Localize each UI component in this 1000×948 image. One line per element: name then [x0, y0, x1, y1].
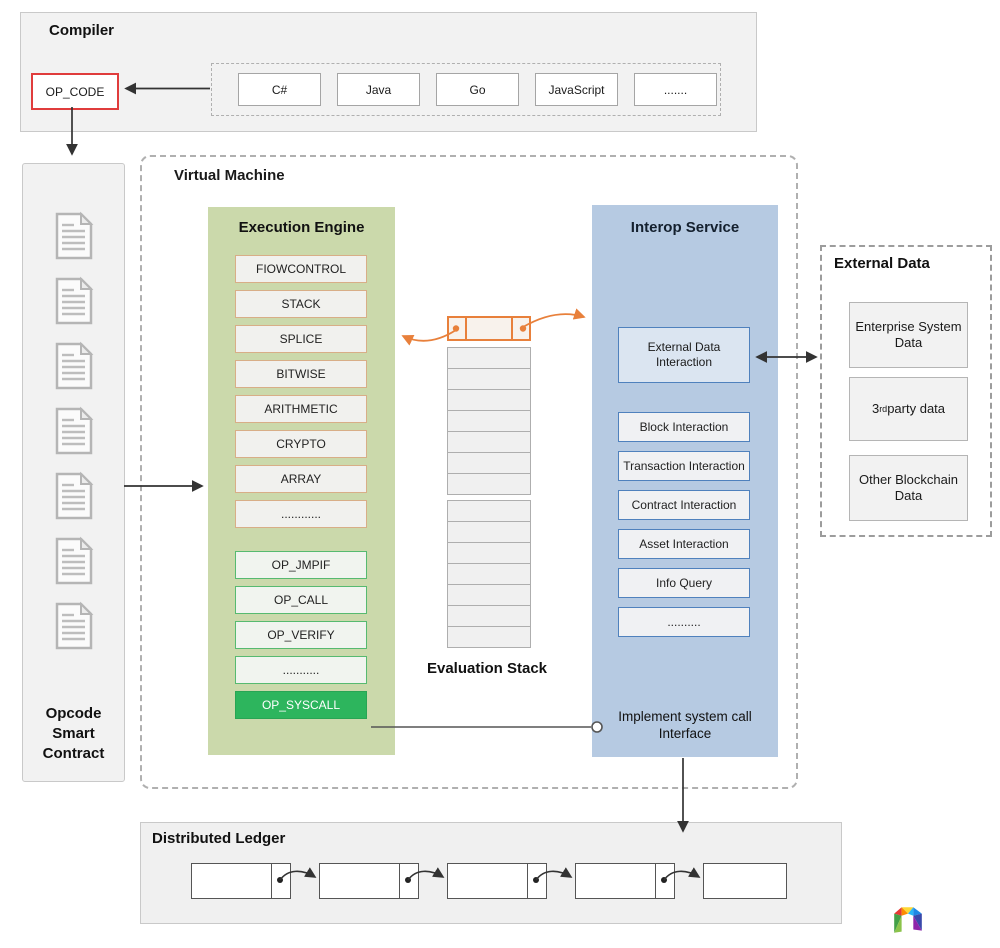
engine-opcode-box: ........... — [235, 656, 367, 684]
evaluation-stack-label: Evaluation Stack — [426, 660, 548, 677]
document-icon — [55, 471, 93, 520]
engine-module-box: FIOWCONTROL — [235, 255, 367, 283]
document-icon — [55, 536, 93, 585]
interop-service-panel: Interop Service External Data Interactio… — [592, 205, 778, 757]
stack-cell — [447, 584, 531, 606]
interop-service-box: Transaction Interaction — [618, 451, 750, 481]
distributed-ledger-title: Distributed Ledger — [152, 830, 286, 847]
interop-service-box: Contract Interaction — [618, 490, 750, 520]
ledger-block — [575, 863, 675, 899]
language-box: C# — [238, 73, 321, 106]
text-line: Opcode — [45, 705, 102, 722]
ledger-pointer-cell — [527, 864, 546, 898]
text-line: Interface — [658, 726, 712, 741]
brand-logo-icon — [894, 907, 922, 933]
external-data-item: Enterprise System Data — [849, 302, 968, 368]
stack-cell — [447, 410, 531, 432]
engine-module-box: SPLICE — [235, 325, 367, 353]
stack-cell — [447, 626, 531, 648]
text-line: Smart — [52, 725, 95, 742]
distributed-ledger-section: Distributed Ledger — [140, 822, 842, 924]
interop-service-box: .......... — [618, 607, 750, 637]
engine-module-box: CRYPTO — [235, 430, 367, 458]
language-group: C# Java Go JavaScript....... — [211, 63, 721, 116]
interop-service-title: Interop Service — [630, 219, 740, 236]
document-icon — [55, 406, 93, 455]
document-icon — [55, 601, 93, 650]
document-icon — [55, 341, 93, 390]
ledger-block — [319, 863, 419, 899]
virtual-machine-frame: Virtual Machine — [140, 155, 798, 789]
stack-cell — [447, 347, 531, 369]
stack-cell — [447, 452, 531, 474]
opcode-box: OP_CODE — [31, 73, 119, 110]
engine-module-box: BITWISE — [235, 360, 367, 388]
document-icon — [55, 211, 93, 260]
stack-pointer-box — [447, 316, 531, 341]
engine-module-box: ............ — [235, 500, 367, 528]
execution-engine-title: Execution Engine — [238, 219, 365, 236]
stack-cell — [447, 431, 531, 453]
compiler-section: Compiler OP_CODE C# Java Go JavaScript.....… — [20, 12, 757, 132]
stack-cell — [447, 500, 531, 522]
language-box: Go — [436, 73, 519, 106]
evaluation-stack-group-1 — [447, 347, 531, 495]
text-line: Contract — [42, 745, 105, 762]
stack-cell — [447, 368, 531, 390]
engine-module-box: ARITHMETIC — [235, 395, 367, 423]
compiler-title: Compiler — [49, 22, 115, 39]
stack-pointer-cell-left — [449, 318, 467, 339]
engine-module-box: ARRAY — [235, 465, 367, 493]
virtual-machine-title: Virtual Machine — [174, 167, 285, 184]
execution-engine-panel: Execution Engine FIOWCONTROL STACK SPLICE B… — [208, 207, 395, 755]
syscall-box: OP_SYSCALL — [235, 691, 367, 719]
external-data-interaction-box: External Data Interaction — [618, 327, 750, 383]
stack-cell — [447, 521, 531, 543]
ledger-block — [191, 863, 291, 899]
external-data-item: Other Blockchain Data — [849, 455, 968, 521]
stack-cell — [447, 389, 531, 411]
stack-cell — [447, 605, 531, 627]
engine-opcode-box: OP_JMPIF — [235, 551, 367, 579]
ledger-pointer-cell — [399, 864, 418, 898]
interop-service-box: Info Query — [618, 568, 750, 598]
ledger-pointer-cell — [271, 864, 290, 898]
text-line: Implement system call — [618, 709, 752, 724]
evaluation-stack-group-2 — [447, 500, 531, 648]
external-data-title: External Data — [834, 255, 930, 272]
ledger-pointer-cell — [655, 864, 674, 898]
language-box: Java — [337, 73, 420, 106]
ledger-block — [447, 863, 547, 899]
stack-cell — [447, 563, 531, 585]
stack-cell — [447, 542, 531, 564]
stack-pointer-cell-right — [511, 318, 529, 339]
language-box: JavaScript — [535, 73, 618, 106]
document-icon — [55, 276, 93, 325]
engine-opcode-box: OP_CALL — [235, 586, 367, 614]
document-icon-list — [23, 211, 124, 651]
language-box: ....... — [634, 73, 717, 106]
engine-opcode-box: OP_VERIFY — [235, 621, 367, 649]
engine-module-box: STACK — [235, 290, 367, 318]
ledger-block — [703, 863, 787, 899]
interop-service-box: Asset Interaction — [618, 529, 750, 559]
stack-cell — [447, 473, 531, 495]
execution-engine-boxes: FIOWCONTROL STACK SPLICE BITWISE ARITHMETIC C… — [235, 255, 367, 726]
interop-service-box: Block Interaction — [618, 412, 750, 442]
